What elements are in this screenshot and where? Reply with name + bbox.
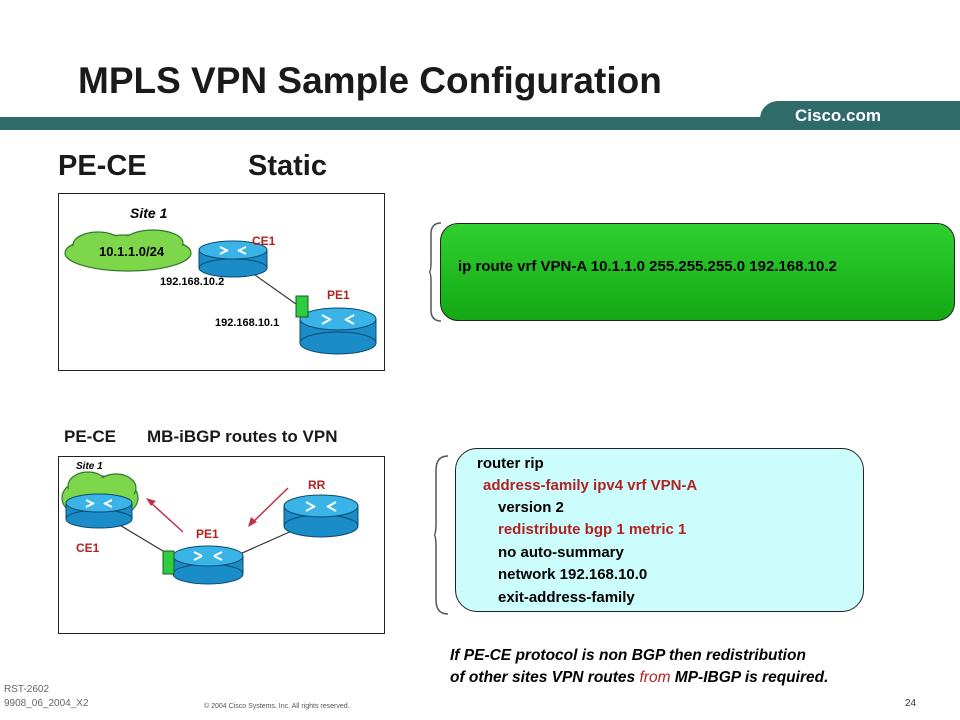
footer-date-code: 9908_06_2004_X2 [4, 698, 89, 709]
bgp-config-panel [455, 448, 864, 612]
note-line-2: of other sites VPN routes from MP-IBGP i… [450, 669, 829, 686]
vrf-icon [162, 550, 175, 575]
static-diagram [64, 229, 377, 355]
config-line: network 192.168.10.0 [498, 566, 648, 583]
header-bar [0, 117, 960, 130]
footer-code: RST-2602 [4, 684, 50, 695]
arrow-icon [248, 487, 289, 527]
brace-icon [433, 455, 449, 615]
config-line: exit-address-family [498, 589, 635, 606]
static-config-panel [440, 223, 955, 321]
prefix-label: 10.1.1.0/24 [99, 244, 165, 259]
static-config-text: ip route vrf VPN-A 10.1.1.0 255.255.255.… [458, 258, 837, 275]
bgp-heading-left: PE-CE [64, 427, 116, 446]
site-label: Site 1 [130, 205, 168, 221]
config-line: redistribute bgp 1 metric 1 [498, 521, 687, 538]
static-heading-left: PE-CE [58, 150, 147, 182]
pe-label: PE1 [327, 288, 350, 302]
brand-tab [760, 101, 960, 130]
site-cloud [64, 229, 192, 272]
page-number: 24 [905, 698, 917, 709]
bgp-heading-right: MB-iBGP routes to VPN [147, 427, 338, 446]
router-icon [283, 494, 359, 538]
bgp-pe-label: PE1 [196, 527, 219, 541]
router-icon [65, 493, 133, 529]
ce-label: CE1 [252, 234, 276, 248]
config-line: address-family ipv4 vrf VPN-A [483, 477, 698, 494]
note-line-1: If PE-CE protocol is non BGP then redist… [450, 647, 806, 664]
vrf-icon [295, 295, 309, 318]
bgp-diagram [61, 471, 359, 585]
bgp-ce-label: CE1 [76, 541, 100, 555]
ce-ip-label: 192.168.10.2 [160, 276, 225, 288]
router-icon [299, 307, 377, 355]
slide-title: MPLS VPN Sample Configuration [78, 60, 662, 101]
copyright: © 2004 Cisco Systems, Inc. All rights re… [204, 703, 350, 710]
brace-icon [428, 222, 442, 322]
brand-label: Cisco.com [795, 106, 881, 125]
static-heading-right: Static [248, 150, 327, 182]
pe-ip-label: 192.168.10.1 [215, 317, 280, 329]
rr-label: RR [308, 478, 326, 492]
bgp-site-label: Site 1 [76, 461, 103, 472]
router-icon [172, 545, 244, 585]
config-line: router rip [477, 455, 544, 472]
config-line: version 2 [498, 499, 564, 516]
arrow-icon [146, 498, 184, 533]
router-icon [198, 240, 268, 278]
config-line: no auto-summary [498, 544, 624, 561]
